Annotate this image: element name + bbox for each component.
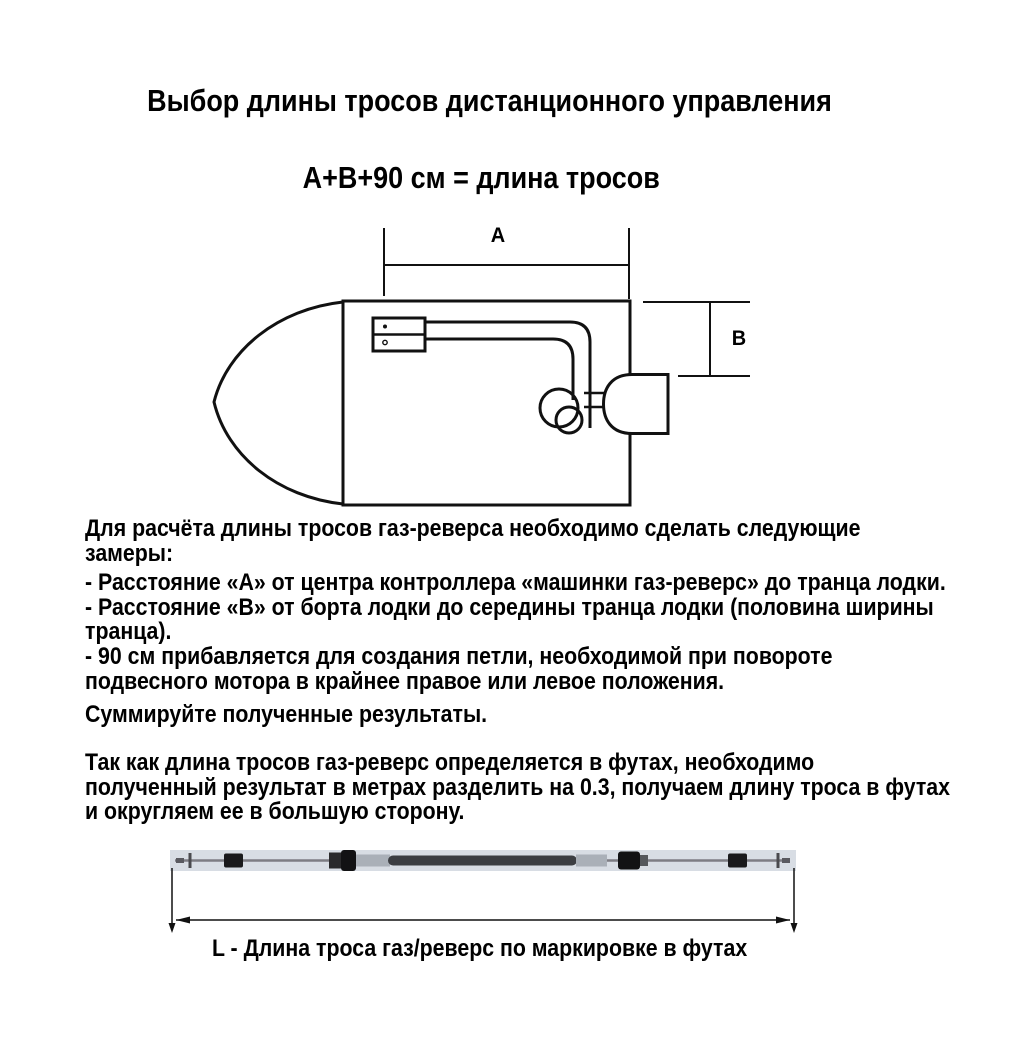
dim-a-label: А [490, 224, 506, 247]
cable-connector-left-b [341, 850, 356, 871]
cable-top [425, 320, 592, 428]
cable-stop-right [728, 853, 747, 868]
cable-jacket [388, 855, 577, 866]
cable-loop-inner [554, 405, 584, 435]
paragraph-sum: Суммируйте полученные результаты. [85, 701, 488, 728]
cable-ferrule-left [356, 854, 390, 867]
paragraph-feet: Так как длина тросов газ-реверс определя… [85, 749, 950, 826]
paragraph-bullets: - Расстояние «А» от центра контроллера «… [85, 569, 946, 695]
paragraph-intro: Для расчёта длины тросов газ-реверса нео… [85, 515, 861, 567]
controller-dot-2 [382, 339, 388, 346]
cable-caption-row: L - Длина троса газ/реверс по маркировке… [0, 936, 960, 961]
formula-text: А+В+90 см = длина тросов [302, 160, 660, 195]
dim-l-ext-left-arrow [168, 923, 176, 933]
dim-l-arrow-right [776, 916, 790, 924]
motor [601, 373, 670, 435]
dim-b-label: В [731, 327, 747, 350]
cable-stop-left [224, 853, 243, 868]
dim-l-arrow-left [176, 916, 190, 924]
dim-l-ext-right-arrow [790, 923, 798, 933]
cable-connector-right-b [640, 855, 648, 866]
cable-bottom [425, 337, 575, 400]
controller-dot-1 [383, 324, 387, 329]
bow [212, 300, 344, 506]
page-title: Выбор длины тросов дистанционного управл… [147, 83, 832, 118]
cable-connector-right [618, 851, 640, 870]
formula-row: А+В+90 см = длина тросов [0, 162, 962, 193]
cable-connector-left-a [329, 852, 342, 869]
page-title-row: Выбор длины тросов дистанционного управл… [0, 85, 979, 116]
cable-caption: L - Длина троса газ/реверс по маркировке… [212, 935, 748, 962]
cable-ferrule-right [576, 854, 607, 867]
